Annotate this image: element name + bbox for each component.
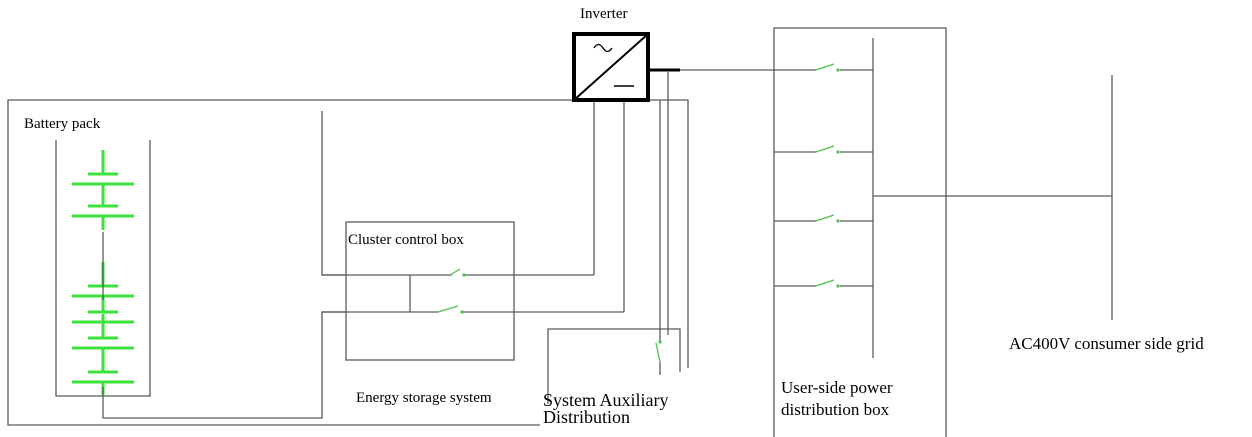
user-side-distribution-box xyxy=(773,27,1112,437)
energy-storage-system-label: Energy storage system xyxy=(356,390,492,406)
system-auxiliary-distribution-label-line2: Distribution xyxy=(543,407,631,427)
battery-cell-icon xyxy=(72,150,134,230)
circuit-breaker-switch-icon xyxy=(815,145,840,154)
circuit-breaker-switch-icon xyxy=(655,340,662,363)
circuit-breaker-switch-icon xyxy=(815,63,840,72)
battery-cell-icon xyxy=(72,314,134,396)
cluster-control-box xyxy=(322,101,625,361)
grid-label: AC400V consumer side grid xyxy=(1009,334,1204,353)
energy-storage-system-enclosure xyxy=(7,99,689,426)
circuit-breaker-switch-icon xyxy=(815,279,840,288)
inverter-label: Inverter xyxy=(580,6,628,22)
circuit-breaker-switch-icon xyxy=(449,268,466,277)
battery-pack xyxy=(55,111,347,419)
circuit-breaker-switch-icon xyxy=(437,305,464,314)
user-side-distribution-box-label-line1: User-side power xyxy=(781,378,893,397)
system-auxiliary-distribution-box xyxy=(547,72,681,404)
battery-pack-label: Battery pack xyxy=(24,116,101,132)
inverter xyxy=(572,32,873,102)
ac-dc-inverter-icon xyxy=(572,32,650,102)
circuit-breaker-switch-icon xyxy=(815,214,840,223)
user-side-distribution-box-label-line2: distribution box xyxy=(781,400,890,419)
cluster-control-box-label: Cluster control box xyxy=(348,232,464,248)
system-auxiliary-distribution-label-line1: System Auxiliary xyxy=(543,390,669,410)
